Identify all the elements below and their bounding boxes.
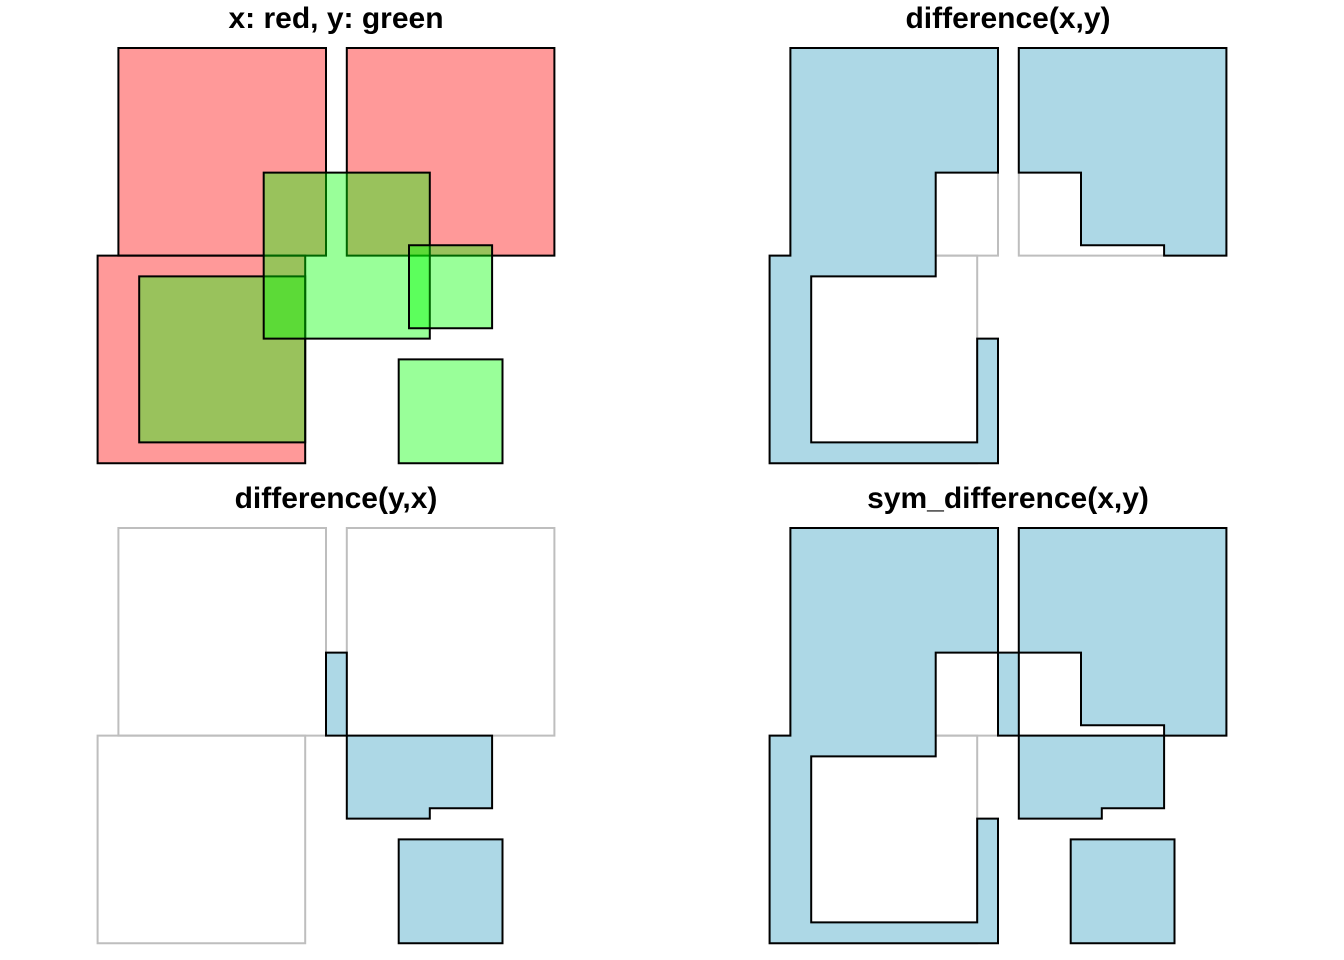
- result-polygon: [768, 527, 999, 945]
- result-polygon: [1017, 47, 1228, 257]
- panel-diff-xy-shapes: [768, 47, 1228, 465]
- x-polygon: [96, 254, 307, 465]
- panel-title-symdiff: sym_difference(x,y): [867, 482, 1149, 515]
- panel-diff-xy: difference(x,y): [768, 2, 1228, 465]
- result-polygon: [345, 734, 494, 820]
- y-polygon: [262, 171, 431, 340]
- panel-inputs: x: red, y: green: [96, 2, 556, 465]
- panel-diff-yx: difference(y,x): [96, 482, 556, 945]
- y-polygon: [408, 244, 494, 330]
- y-polygon: [397, 358, 504, 465]
- panel-title-inputs: x: red, y: green: [228, 2, 443, 35]
- result-polygon: [768, 47, 999, 465]
- x-polygon: [345, 47, 556, 257]
- panel-symdiff: sym_difference(x,y): [768, 482, 1228, 945]
- reference-outline: [96, 734, 307, 945]
- result-polygon: [1069, 838, 1176, 945]
- result-polygon: [1017, 734, 1166, 820]
- reference-outline: [345, 527, 556, 737]
- x-polygon: [117, 47, 327, 257]
- panel-title-diff-yx: difference(y,x): [235, 482, 438, 515]
- result-polygon: [325, 651, 348, 737]
- panel-symdiff-shapes: [768, 527, 1228, 945]
- panel-inputs-shapes: [96, 47, 556, 465]
- panel-diff-yx-shapes: [96, 527, 556, 945]
- reference-outline: [117, 527, 327, 737]
- result-polygon: [397, 838, 504, 945]
- result-polygon: [1017, 527, 1228, 737]
- result-polygon: [997, 651, 1020, 737]
- panel-title-diff-xy: difference(x,y): [905, 2, 1110, 35]
